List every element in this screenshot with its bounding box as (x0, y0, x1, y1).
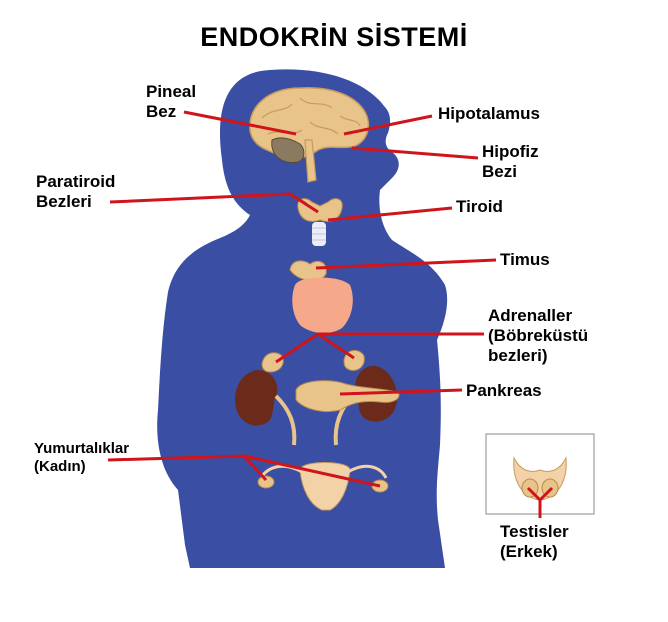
tiroid-leader (327, 206, 453, 222)
label-paratiroid-line1: Paratiroid (36, 172, 116, 191)
pancreas (295, 380, 400, 413)
leader-lines (107, 110, 554, 518)
label-paratiroid: Paratiroid Bezleri (36, 172, 115, 212)
label-paratiroid-line2: Bezleri (36, 192, 92, 211)
label-yumurtaliklar-line1: Yumurtalıklar (34, 440, 130, 457)
label-yumurtaliklar-line2: (Kadın) (34, 458, 86, 475)
yumurtalik-leader (107, 454, 381, 488)
pankreas-leader (339, 388, 463, 396)
label-adrenaller-line1: Adrenaller (488, 306, 573, 325)
brain (249, 86, 370, 183)
testes-inset (485, 433, 595, 515)
timus-leader (315, 258, 497, 270)
label-hipofiz-line2: Bezi (482, 162, 517, 181)
label-adrenaller: Adrenaller (Böbreküstü bezleri) (488, 306, 588, 366)
label-pankreas: Pankreas (466, 381, 542, 400)
pineal-leader (183, 110, 297, 136)
hipofiz-leader (351, 146, 479, 160)
testis-leader (526, 486, 554, 518)
label-pineal: Pineal Bez (146, 82, 196, 122)
label-adrenaller-line2: (Böbreküstü (488, 326, 589, 345)
label-pineal-line1: Pineal (146, 82, 197, 101)
adrenaller-leader (275, 332, 484, 364)
uterus-ovaries (257, 462, 389, 511)
left-adrenal (261, 352, 284, 373)
heart (292, 277, 353, 334)
label-hipofiz-line1: Hipofiz (482, 142, 539, 161)
label-timus: Timus (500, 250, 550, 269)
label-hipotalamus: Hipotalamus (438, 104, 541, 123)
label-pineal-line2: Bez (146, 102, 177, 121)
label-adrenaller-line3: bezleri) (488, 346, 548, 365)
paratiroid-leader (109, 192, 319, 214)
page-title: ENDOKRİN SİSTEMİ (200, 22, 468, 52)
label-hipofiz: Hipofiz Bezi (482, 142, 539, 182)
label-yumurtaliklar: Yumurtalıklar (Kadın) (34, 440, 129, 476)
left-kidney (234, 370, 278, 426)
label-testisler: Testisler (Erkek) (500, 522, 569, 562)
label-tiroid: Tiroid (456, 197, 503, 216)
label-testisler-line1: Testisler (500, 522, 569, 541)
hipotalamus-leader (343, 114, 433, 136)
label-testisler-line2: (Erkek) (500, 542, 558, 561)
thyroid-gland (297, 198, 343, 246)
